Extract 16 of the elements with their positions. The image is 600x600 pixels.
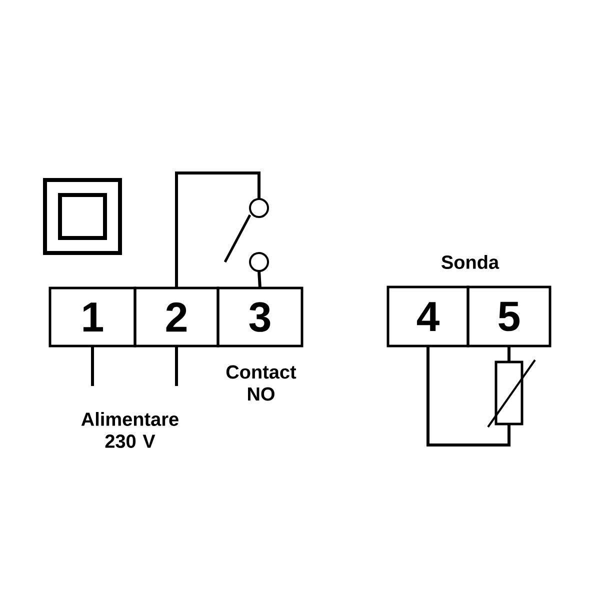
terminal-box: 5 (466, 286, 552, 348)
terminal-box: 4 (386, 286, 470, 348)
wire (258, 270, 262, 288)
wire (175, 172, 260, 288)
wire (175, 346, 178, 386)
terminal-box: 1 (48, 286, 136, 348)
wire (508, 346, 510, 362)
wire (91, 346, 94, 386)
terminal-box: 3 (216, 286, 304, 348)
switch-drawing (224, 198, 269, 272)
thermistor-symbol (487, 359, 536, 428)
label: Alimentare 230 V (81, 412, 178, 448)
wire (426, 346, 510, 446)
label: Contact NO (226, 365, 296, 401)
label: Sonda (442, 255, 500, 269)
terminal-box: 2 (134, 286, 220, 348)
